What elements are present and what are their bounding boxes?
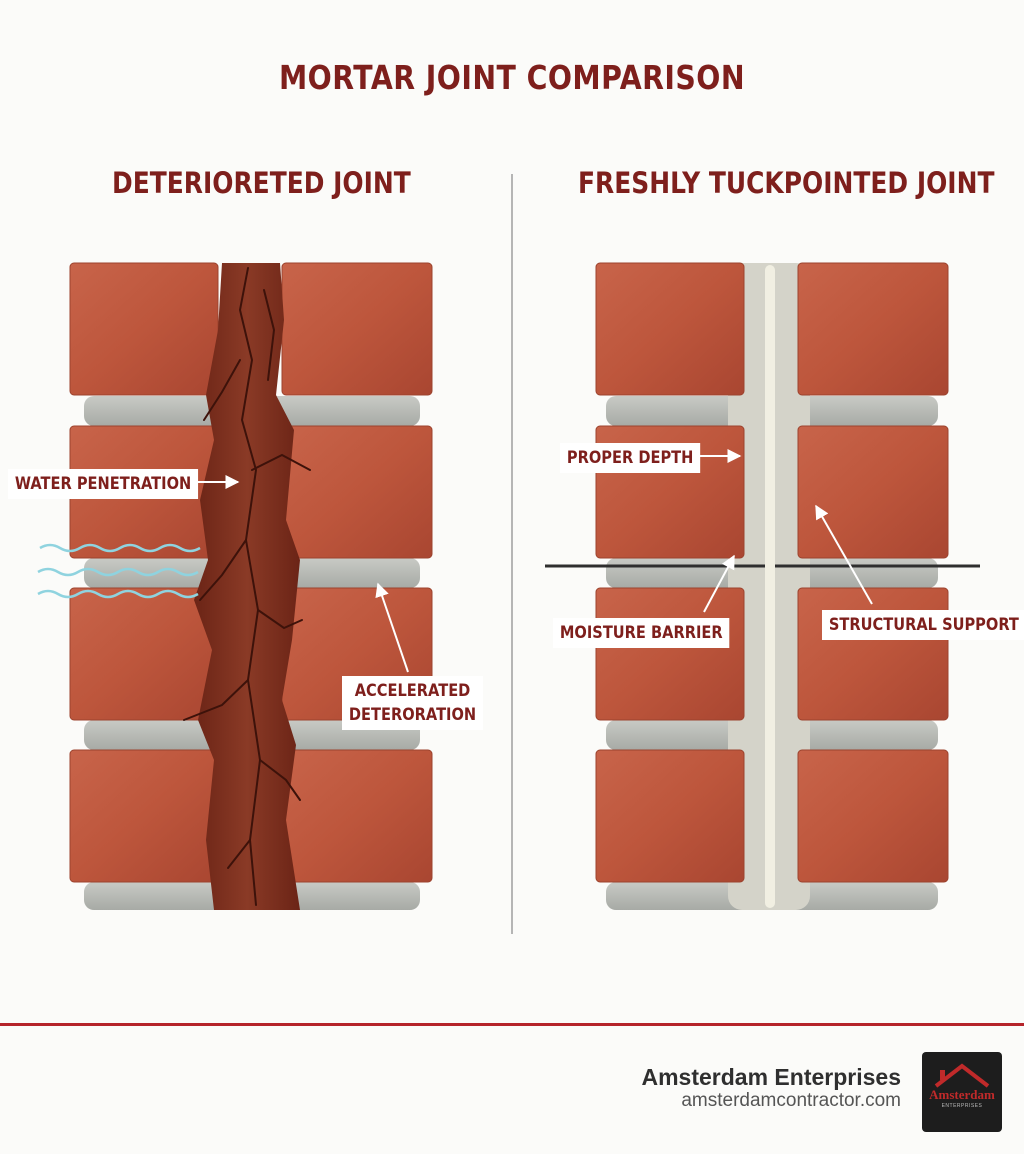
damaged-joint [194, 263, 300, 910]
callout-water-penetration: WATER PENETRATION [8, 469, 199, 499]
brick [281, 262, 433, 396]
brick [797, 262, 949, 396]
callout-line: DETERORATION [348, 705, 477, 725]
right-bricks [595, 262, 949, 883]
brick [69, 749, 219, 883]
brick [595, 587, 745, 721]
left-panel-heading: DETERIORETED JOINT [112, 166, 411, 200]
crack-lines [183, 267, 311, 906]
company-website: amsterdamcontractor.com [681, 1090, 901, 1111]
callout-accelerated-deterioration: ACCELERATED DETERORATION [342, 676, 484, 730]
brick [281, 749, 433, 883]
company-logo: Amsterdam ENTERPRISES [922, 1052, 1002, 1132]
left-bricks [69, 262, 433, 883]
brick [69, 587, 219, 721]
fresh-joint-highlight [765, 265, 775, 908]
panel-divider [511, 174, 513, 934]
brick [797, 425, 949, 559]
brick-wall-illustration [37, 262, 980, 910]
company-name: Amsterdam Enterprises [641, 1064, 902, 1090]
logo-text: Amsterdam [929, 1087, 995, 1102]
brick [595, 749, 745, 883]
callout-structural-support: STRUCTURAL SUPPORT [822, 610, 1024, 640]
diagram-title: MORTAR JOINT COMPARISON [278, 58, 746, 97]
water-wave-icon [37, 543, 201, 599]
brick [797, 587, 949, 721]
brick [69, 262, 219, 396]
callout-proper-depth: PROPER DEPTH [560, 443, 701, 473]
brick [595, 262, 745, 396]
logo-subtext: ENTERPRISES [941, 1103, 983, 1109]
callout-moisture-barrier: MOISTURE BARRIER [553, 618, 730, 648]
house-roof-logo-icon [934, 1063, 990, 1088]
brick [797, 749, 949, 883]
right-panel-heading: FRESHLY TUCKPOINTED JOINT [578, 166, 995, 200]
callout-line: ACCELERATED [354, 681, 471, 701]
footer-divider [0, 1023, 1024, 1026]
brick [281, 425, 433, 559]
